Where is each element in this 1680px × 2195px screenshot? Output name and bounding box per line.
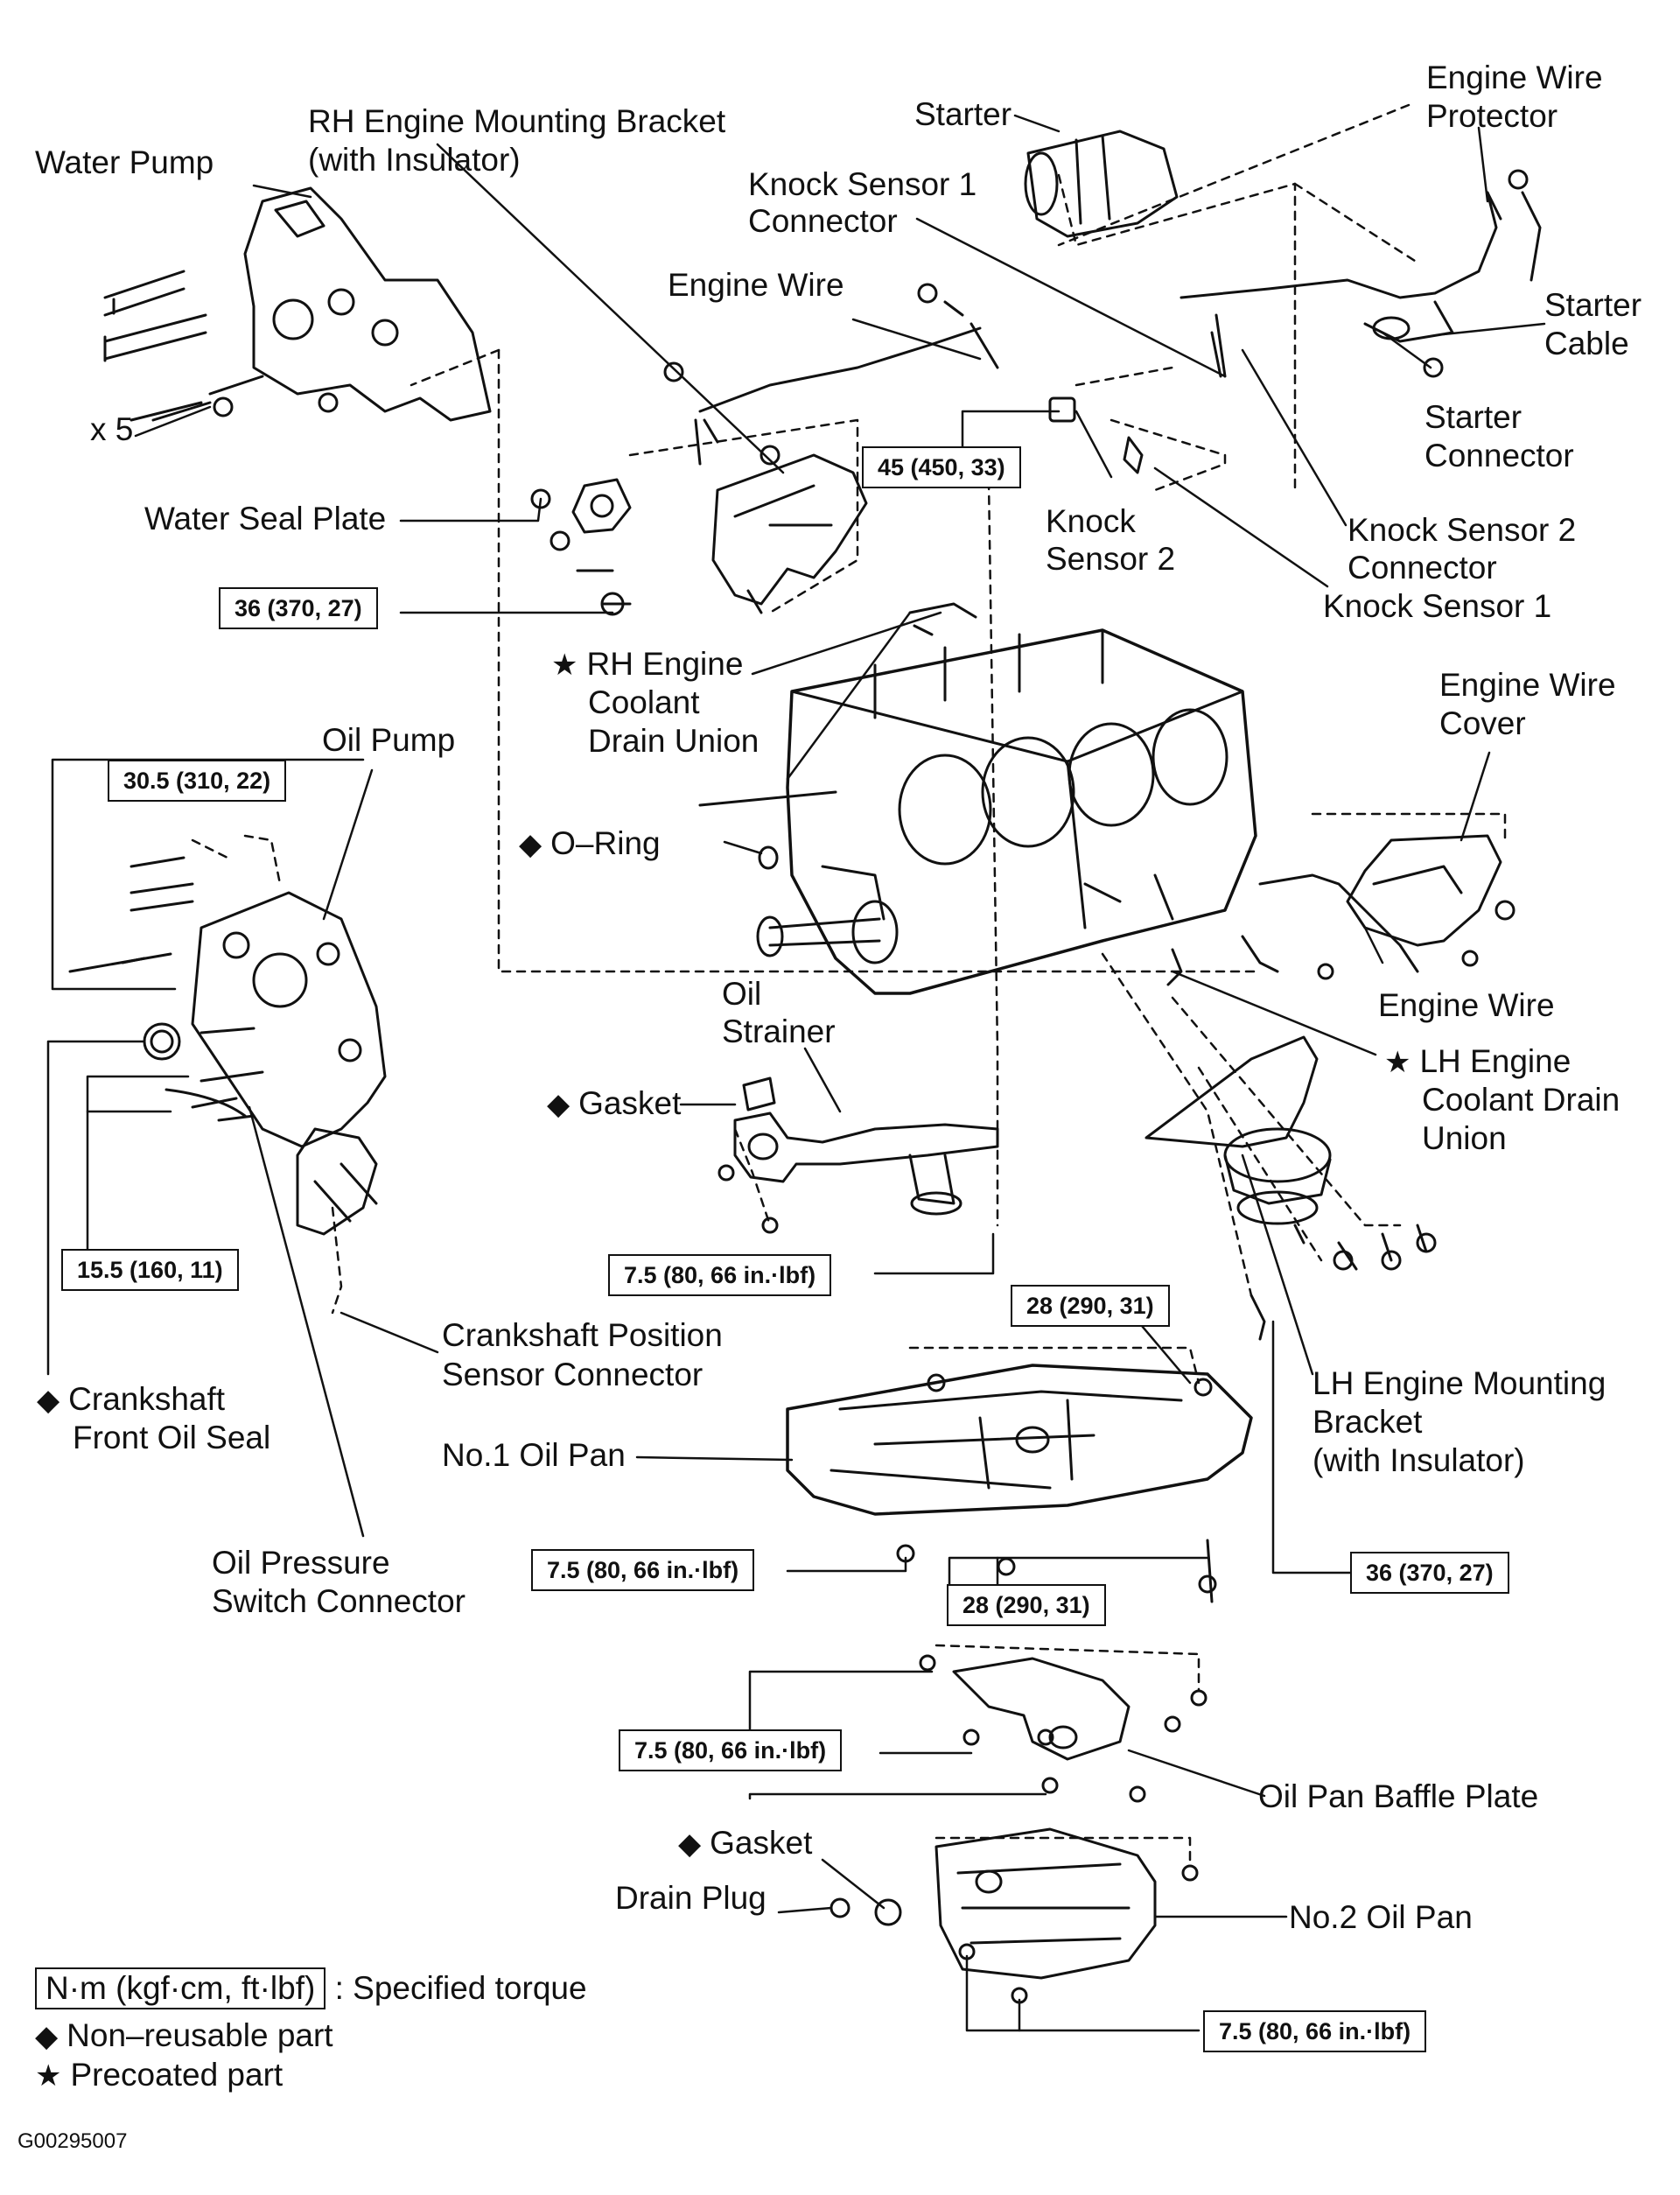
- label-oil-pressure-connector-line1: Oil Pressure: [212, 1545, 390, 1581]
- legend-unit-box: N·m (kgf·cm, ft·lbf): [35, 1967, 326, 2009]
- torque-box-lh-bracket: 36 (370, 27): [1350, 1552, 1509, 1594]
- knock-sensor-drawing: [908, 396, 1144, 636]
- label-knock-sensor1-connector-line1: Knock Sensor 1: [748, 166, 977, 202]
- baffle-plate-drawing: [919, 1654, 1208, 1803]
- label-o-ring: ◆O–Ring: [519, 825, 661, 861]
- nonreusable-diamond-icon-seal: ◆: [37, 1384, 60, 1417]
- label-lh-drain-union-line1: ★LH Engine: [1384, 1043, 1572, 1079]
- label-knock-sensor2-line1: Knock: [1046, 503, 1136, 539]
- label-knock-sensor2-connector-line2: Connector: [1348, 550, 1497, 586]
- label-no2-oil-pan: No.2 Oil Pan: [1289, 1899, 1473, 1935]
- no2-oil-pan-drawing: [830, 1827, 1199, 2004]
- label-gasket-drain: ◆Gasket: [678, 1825, 813, 1861]
- label-no1-oil-pan: No.1 Oil Pan: [442, 1437, 626, 1473]
- label-starter-connector-line2: Connector: [1424, 438, 1574, 473]
- label-gasket-strainer: ◆Gasket: [547, 1085, 682, 1121]
- label-starter-cable-line2: Cable: [1544, 326, 1629, 361]
- label-engine-wire-cover-line1: Engine Wire: [1439, 667, 1616, 703]
- nonreusable-diamond-icon-drain: ◆: [678, 1827, 702, 1861]
- torque-box-water-seal: 36 (370, 27): [219, 587, 378, 629]
- label-starter-connector-line1: Starter: [1424, 399, 1522, 435]
- label-drain-plug: Drain Plug: [615, 1880, 766, 1916]
- label-engine-wire-top: Engine Wire: [668, 267, 844, 303]
- oil-pump-drawing: [68, 856, 387, 1236]
- torque-box-no2-pan: 7.5 (80, 66 in.·lbf): [1203, 2010, 1427, 2052]
- label-rh-drain-union-line1: ★RH Engine: [551, 646, 744, 682]
- torque-box-strainer: 7.5 (80, 66 in.·lbf): [608, 1254, 832, 1296]
- torque-box-knock-sensor: 45 (450, 33): [862, 446, 1021, 488]
- nonreusable-diamond-icon-strainer: ◆: [547, 1088, 570, 1121]
- label-ckp-connector-line2: Sensor Connector: [442, 1357, 704, 1392]
- label-rh-drain-union-line3: Drain Union: [588, 723, 760, 759]
- label-lh-bracket-line2: Bracket: [1312, 1404, 1423, 1440]
- label-rh-bracket-line1: RH Engine Mounting Bracket: [308, 103, 726, 139]
- label-water-pump: Water Pump: [35, 144, 214, 180]
- engine-wire-top-drawing: [663, 283, 999, 466]
- torque-box-no1-pan-left: 7.5 (80, 66 in.·lbf): [531, 1549, 755, 1591]
- rh-mounting-bracket-drawing: [711, 445, 868, 614]
- label-rh-bracket-line2: (with Insulator): [308, 142, 521, 178]
- label-starter-cable-line1: Starter: [1544, 287, 1642, 323]
- label-oil-pressure-connector-line2: Switch Connector: [212, 1583, 466, 1619]
- label-crankshaft-seal-line1: ◆Crankshaft: [37, 1381, 226, 1417]
- label-engine-wire-cover-line2: Cover: [1439, 705, 1526, 741]
- label-engine-wire-protector-line2: Protector: [1426, 98, 1558, 134]
- label-knock-sensor1: Knock Sensor 1: [1323, 588, 1552, 624]
- engine-block-drawing: [698, 628, 1257, 995]
- precoated-star-icon-lh: ★: [1384, 1046, 1411, 1079]
- oil-strainer-drawing: [718, 1076, 999, 1234]
- label-lh-bracket-line3: (with Insulator): [1312, 1442, 1525, 1478]
- label-oil-strainer-line2: Strainer: [722, 1013, 836, 1049]
- engine-wire-cover-drawing: [1166, 834, 1516, 986]
- label-engine-wire-right: Engine Wire: [1378, 987, 1555, 1023]
- nonreusable-diamond-icon: ◆: [519, 828, 542, 861]
- label-knock-sensor2-connector-line1: Knock Sensor 2: [1348, 512, 1577, 548]
- label-lh-drain-union-line2: Coolant Drain: [1422, 1082, 1620, 1118]
- label-ckp-connector-line1: Crankshaft Position: [442, 1317, 723, 1353]
- starter-drawing: [1024, 130, 1542, 378]
- torque-box-oil-pump: 30.5 (310, 22): [108, 760, 287, 802]
- torque-box-oil-pump-lower: 15.5 (160, 11): [61, 1249, 239, 1291]
- label-rh-drain-union-line2: Coolant: [588, 684, 700, 720]
- label-x5: x 5: [90, 411, 134, 447]
- figure-code: G00295007: [18, 2129, 128, 2153]
- label-water-seal-plate: Water Seal Plate: [144, 501, 387, 536]
- legend-diamond-icon: ◆: [35, 2020, 59, 2053]
- torque-box-no1-pan-top: 28 (290, 31): [1011, 1285, 1170, 1327]
- label-engine-wire-protector-line1: Engine Wire: [1426, 60, 1603, 95]
- legend-nonreusable: ◆Non–reusable part: [35, 2017, 333, 2053]
- label-oil-pump: Oil Pump: [322, 722, 456, 758]
- label-oil-strainer-line1: Oil: [722, 976, 762, 1012]
- label-lh-drain-union-line3: Union: [1422, 1120, 1507, 1156]
- legend-torque-unit: N·m (kgf·cm, ft·lbf) : Specified torque: [35, 1967, 587, 2009]
- torque-box-no1-pan-bottom: 28 (290, 31): [947, 1584, 1106, 1626]
- label-lh-bracket-line1: LH Engine Mounting: [1312, 1365, 1606, 1401]
- label-starter: Starter: [914, 96, 1012, 132]
- water-seal-plate-drawing: [530, 478, 632, 616]
- water-pump-drawing: [103, 186, 492, 422]
- torque-box-baffle: 7.5 (80, 66 in.·lbf): [619, 1729, 843, 1771]
- label-baffle-plate: Oil Pan Baffle Plate: [1258, 1778, 1539, 1814]
- lh-mounting-bracket-drawing: [1144, 1035, 1437, 1341]
- no1-oil-pan-drawing: [786, 1364, 1253, 1603]
- label-knock-sensor2-line2: Sensor 2: [1046, 541, 1176, 577]
- label-knock-sensor1-connector-line2: Connector: [748, 203, 898, 239]
- label-crankshaft-seal-line2: Front Oil Seal: [73, 1420, 271, 1455]
- legend-precoated: ★Precoated part: [35, 2057, 284, 2093]
- precoated-star-icon: ★: [551, 649, 578, 682]
- legend-star-icon: ★: [35, 2059, 62, 2093]
